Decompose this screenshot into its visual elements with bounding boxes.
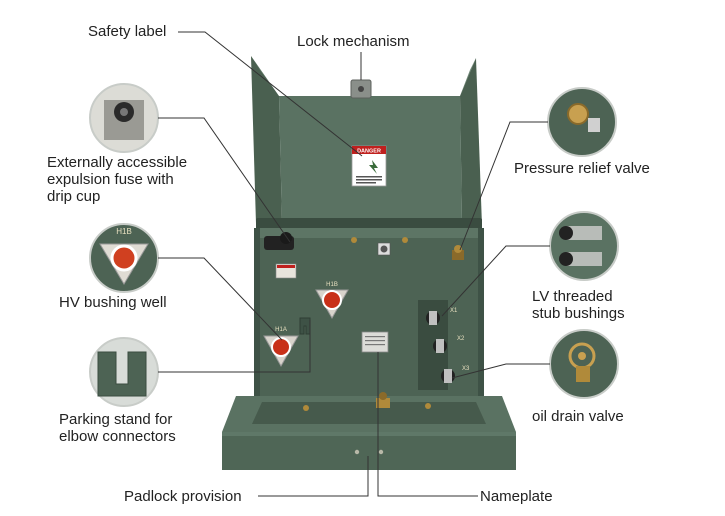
fuse-holder-cap	[280, 232, 292, 244]
ground-pad-left	[303, 405, 309, 411]
label-parking-line1: Parking stand for	[59, 411, 173, 428]
inset-lv-stud-top	[566, 226, 602, 240]
inset-fuse	[89, 83, 159, 153]
danger-sign-line3	[356, 182, 376, 184]
cabinet-top-rim	[254, 228, 484, 238]
inset-prv-stem	[588, 118, 600, 132]
sill-front-highlight	[222, 432, 516, 436]
inset-lv-bushing	[549, 211, 619, 281]
x2-marking: X2	[457, 336, 465, 342]
danger-sign-line2	[356, 179, 382, 181]
inset-prv-ring	[567, 103, 589, 125]
inset-hv-insert	[110, 244, 138, 272]
inset-fuse-bolt	[120, 108, 128, 116]
leader-lv-bushing	[441, 245, 550, 317]
danger-sign-header	[352, 146, 386, 154]
sill-front	[222, 432, 516, 470]
nameplate-card	[361, 331, 389, 353]
label-lv-line2: stub bushings	[532, 305, 625, 322]
fitting-1	[351, 237, 357, 243]
inset-drain-hub	[578, 352, 586, 360]
nameplate-plate	[361, 331, 389, 353]
label-fuse-line1: Externally accessible	[47, 154, 188, 171]
label-fuse-line2: expulsion fuse with	[47, 171, 174, 188]
padlock-bolt-left	[354, 449, 360, 455]
nameplate-line3	[365, 344, 385, 346]
lid-left-wall	[251, 56, 282, 224]
ground-pad-right	[425, 403, 431, 409]
x3-marking: X3	[462, 366, 470, 372]
label-oil-drain: oil drain valve	[532, 408, 624, 425]
h1a-marking: H1A	[275, 327, 287, 333]
nameplate-line2	[365, 340, 385, 342]
inset-lv-bushing-bottom	[559, 252, 573, 266]
inset-oil-drain	[549, 329, 619, 399]
x1-marking: X1	[450, 308, 458, 314]
label-hv-bushing: HV bushing well	[59, 294, 167, 311]
cabinet-base	[222, 396, 516, 470]
inset-hv-marking: H1B	[116, 227, 132, 236]
label-nameplate: Nameplate	[480, 488, 553, 505]
inset-drain-body	[576, 366, 590, 382]
leader-hv-bushing	[158, 257, 283, 341]
cabinet-right-edge	[478, 228, 484, 404]
lock-tab-hole	[358, 86, 364, 92]
leader-parking-stand	[158, 320, 311, 373]
leader-oil-drain	[451, 363, 550, 379]
h1b-marking: H1B	[326, 282, 338, 288]
h1b-insert	[322, 290, 342, 310]
lid-right-wall	[460, 58, 482, 226]
lock-tab	[350, 79, 372, 99]
leader-pressure-relief	[459, 121, 548, 251]
fuse-warning-stripe	[277, 265, 295, 268]
inset-pressure-relief	[547, 87, 617, 157]
leader-padlock	[258, 456, 369, 497]
inset-lv-stud-bottom	[566, 252, 602, 266]
danger-sign-title: DANGER	[357, 149, 381, 155]
fitting-2	[402, 237, 408, 243]
hv-bushing-h1b: H1B	[315, 282, 349, 320]
h1a-insert	[271, 337, 291, 357]
lv-stud-x1	[429, 311, 437, 325]
cabinet-left-edge	[254, 228, 260, 404]
leader-nameplate	[377, 352, 478, 497]
prv-body	[452, 250, 464, 260]
label-padlock: Padlock provision	[124, 488, 242, 505]
pressure-relief-fitting	[452, 245, 464, 260]
prv-head	[454, 245, 462, 253]
label-lv-line1: LV threaded	[532, 288, 613, 305]
lv-stud-x2	[436, 339, 444, 353]
label-safety-label: Safety label	[88, 23, 167, 40]
padlock-bolt-right	[378, 449, 384, 455]
inset-hv-bushing: H1B	[89, 223, 159, 293]
nameplate-line1	[365, 336, 385, 338]
sill-recess	[252, 402, 486, 424]
lid-right-rim	[460, 58, 476, 96]
label-lock-mechanism: Lock mechanism	[297, 33, 410, 50]
drain-valve-head	[379, 392, 387, 400]
label-fuse-line3: drip cup	[47, 188, 101, 205]
gauge-small-dial	[380, 245, 388, 253]
lv-stud-x3	[444, 369, 452, 383]
drain-valve-body	[376, 398, 390, 408]
inset-parking-bracket	[97, 351, 147, 397]
inset-drain-circle	[549, 329, 619, 399]
leader-fuse	[158, 117, 291, 243]
danger-sign-symbol	[369, 160, 378, 174]
label-pressure-relief: Pressure relief valve	[514, 160, 650, 177]
hv-bushing-h1a: H1A	[263, 327, 299, 368]
leader-lines	[158, 31, 550, 497]
fuse-holder	[264, 232, 297, 279]
inset-lv-bushing-top	[559, 226, 573, 240]
label-parking-line2: elbow connectors	[59, 428, 176, 445]
lid-hinge-edge	[256, 218, 482, 230]
leader-safety-label	[178, 31, 363, 157]
inset-lv-circle	[549, 211, 619, 281]
danger-sign-line1	[356, 176, 382, 178]
inset-parking-stand	[89, 337, 159, 407]
oil-drain-fitting	[376, 392, 390, 408]
